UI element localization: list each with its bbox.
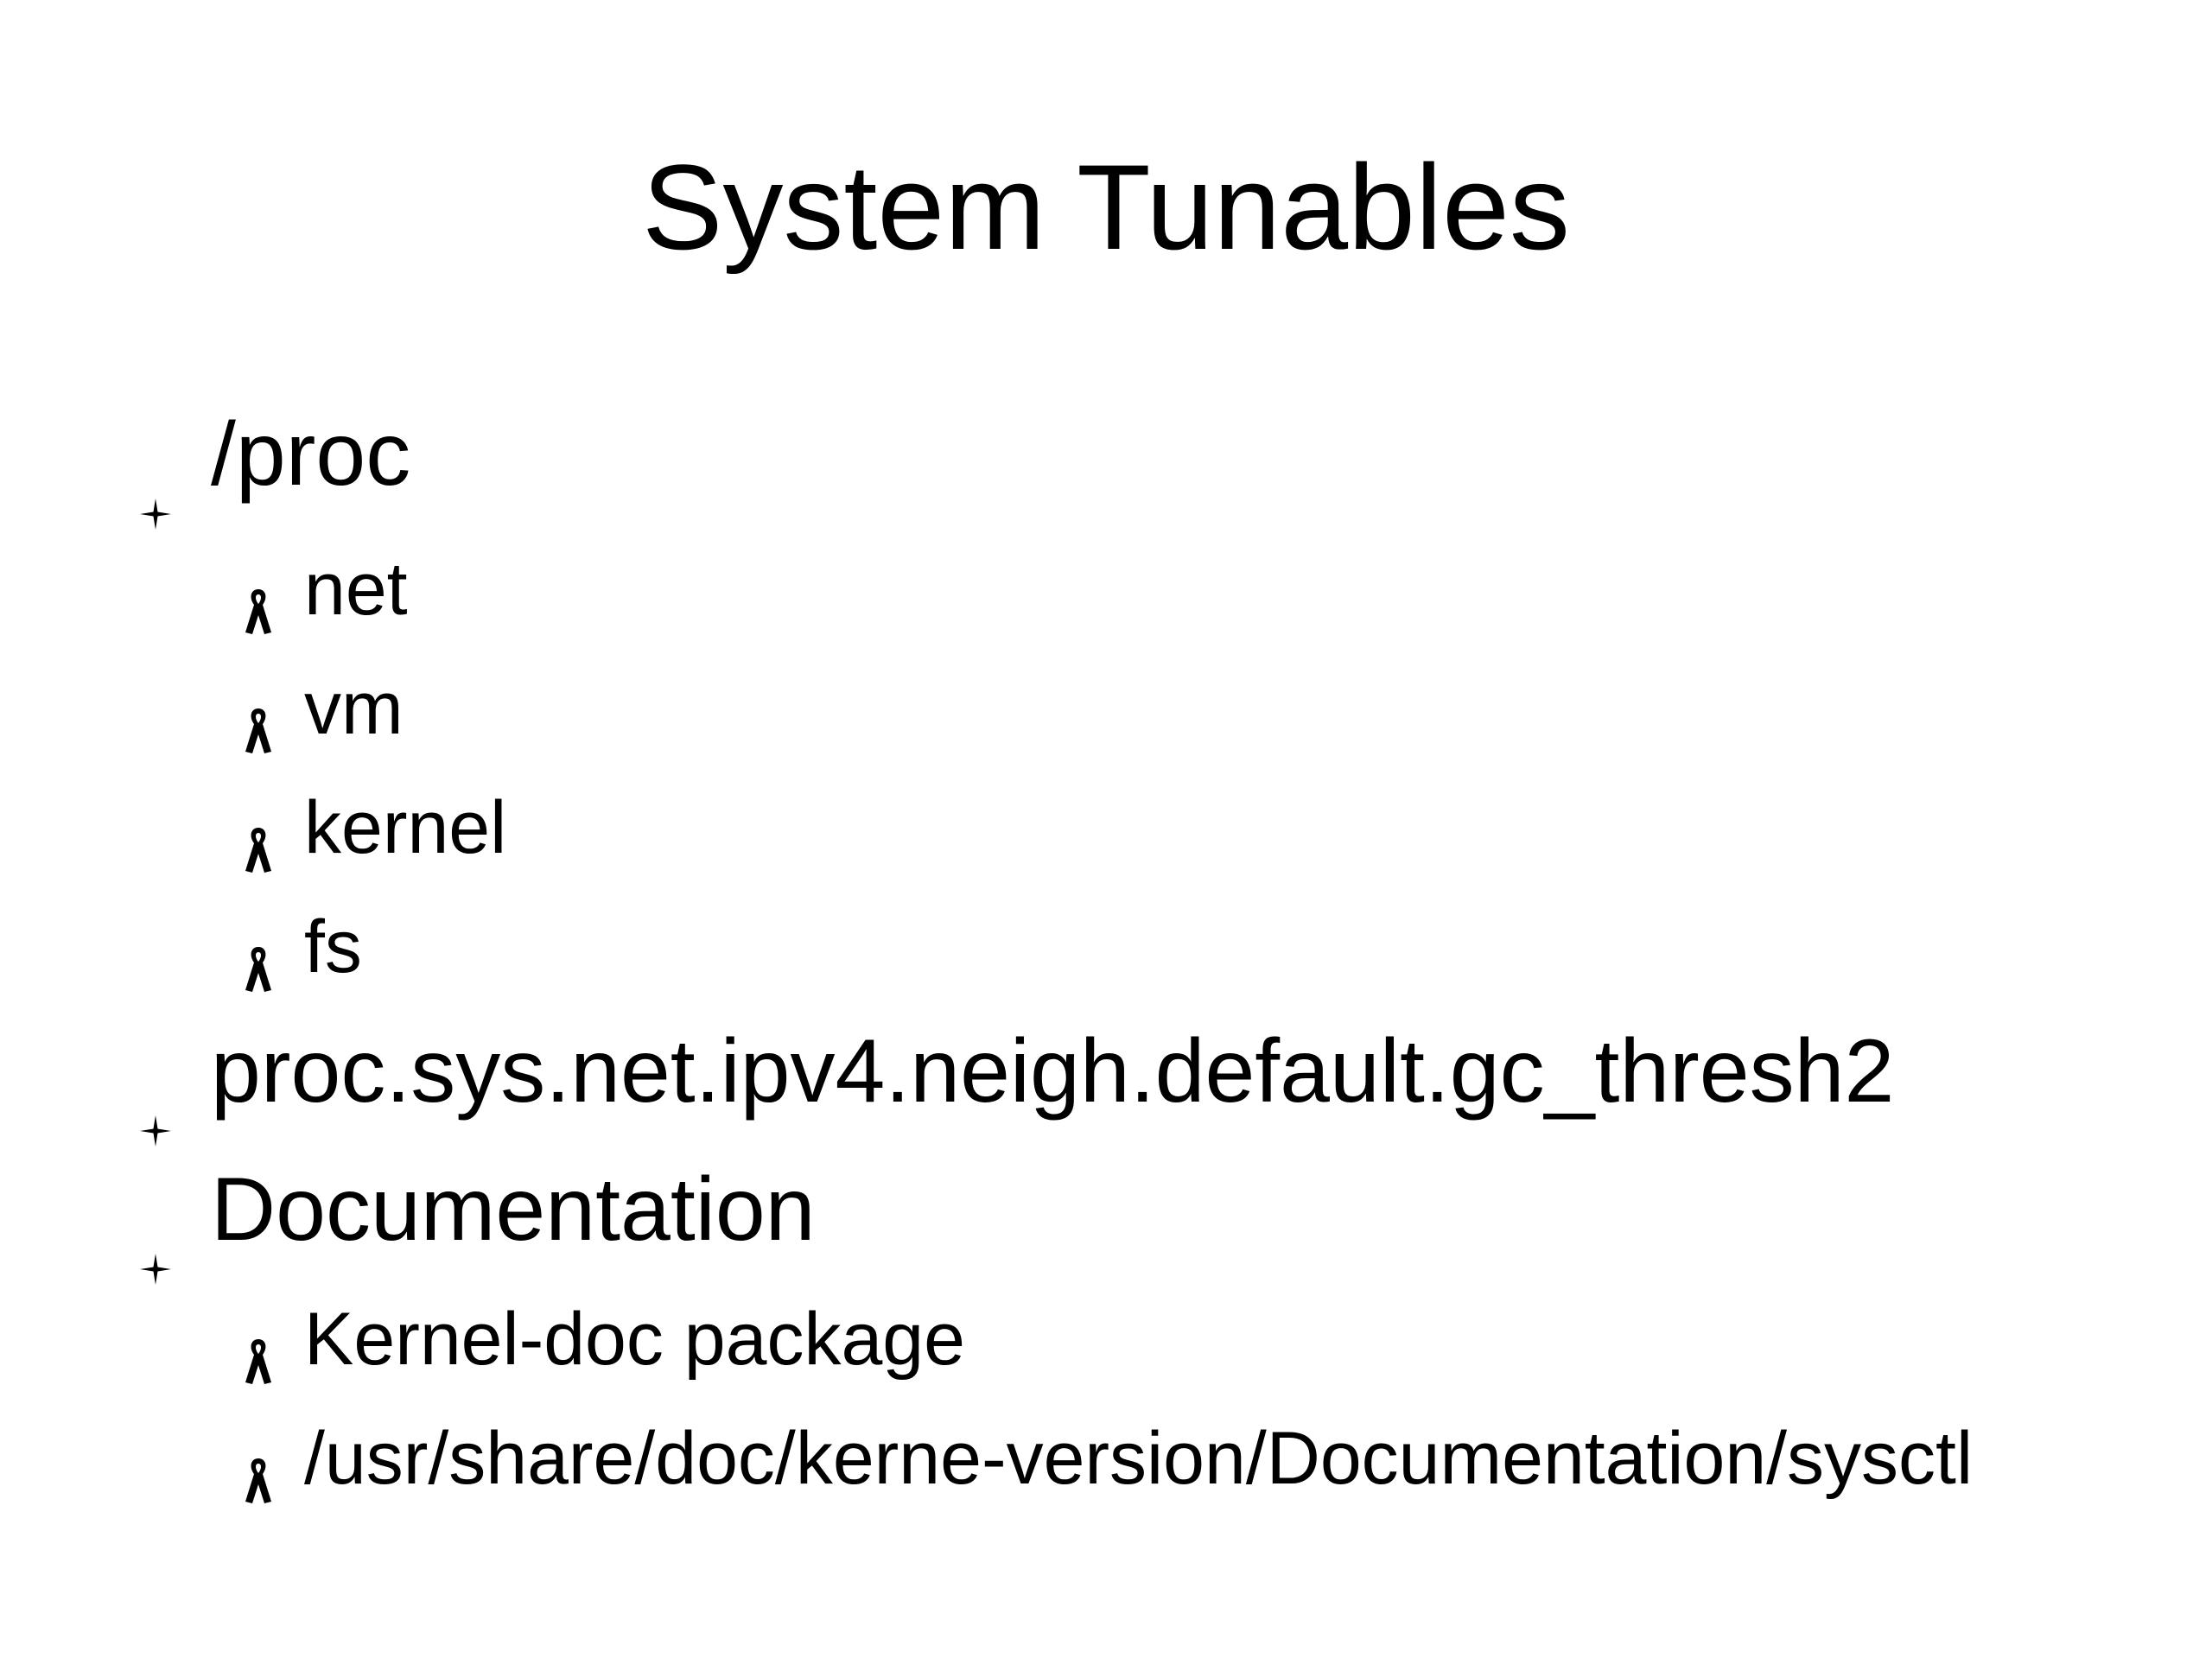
sub-bullet-item: net bbox=[242, 546, 408, 634]
sub-bullet-item: fs bbox=[242, 904, 362, 992]
ribbon-icon bbox=[242, 1439, 275, 1503]
sub-bullet-item: vm bbox=[242, 665, 404, 753]
ribbon-icon bbox=[242, 927, 275, 992]
ribbon-icon bbox=[242, 808, 275, 873]
sub-bullet-label: fs bbox=[304, 905, 362, 988]
bullet-item: /proc bbox=[138, 403, 411, 530]
ribbon-icon bbox=[242, 1319, 275, 1384]
sub-bullet-item: Kernel-doc package bbox=[242, 1296, 965, 1384]
sub-bullet-label: vm bbox=[304, 667, 404, 750]
sub-bullet-item: kernel bbox=[242, 785, 507, 873]
sub-bullet-label: net bbox=[304, 548, 408, 631]
sub-bullet-label: /usr/share/doc/kerne-version/Documentati… bbox=[304, 1417, 1974, 1500]
four-point-star-icon bbox=[138, 1066, 173, 1147]
bullet-label: proc.sys.net.ipv4.neigh.default.gc_thres… bbox=[211, 1021, 1895, 1121]
bullet-label: /proc bbox=[211, 404, 411, 505]
ribbon-icon bbox=[242, 689, 275, 753]
bullet-item: proc.sys.net.ipv4.neigh.default.gc_thres… bbox=[138, 1020, 1895, 1147]
sub-bullet-label: Kernel-doc package bbox=[304, 1298, 965, 1381]
ribbon-icon bbox=[242, 569, 275, 634]
sub-bullet-item: /usr/share/doc/kerne-version/Documentati… bbox=[242, 1415, 1974, 1503]
four-point-star-icon bbox=[138, 449, 173, 530]
slide-title: System Tunables bbox=[642, 139, 1570, 275]
four-point-star-icon bbox=[138, 1204, 173, 1285]
sub-bullet-label: kernel bbox=[304, 786, 507, 869]
bullet-item: Documentation bbox=[138, 1158, 816, 1285]
bullet-label: Documentation bbox=[211, 1159, 816, 1260]
